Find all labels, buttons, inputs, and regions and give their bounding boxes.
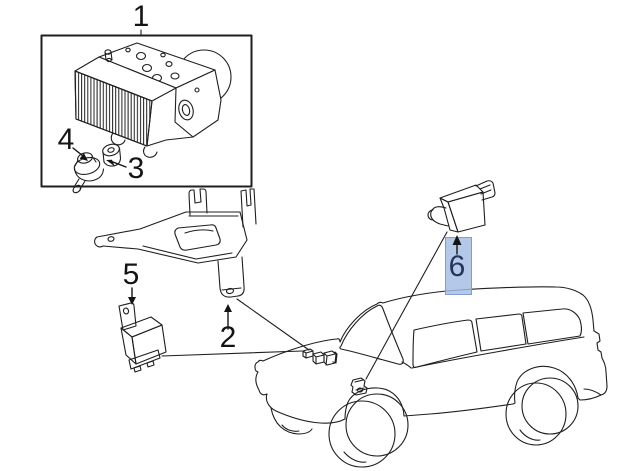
callout-6-label[interactable]: 6	[448, 250, 466, 283]
actuator-cushion[interactable]	[72, 151, 105, 194]
abs-actuator-assembly[interactable]	[40, 29, 253, 188]
yaw-rate-sensor[interactable]	[427, 180, 496, 233]
abs-relay[interactable]	[118, 302, 167, 373]
actuator-location-marker	[302, 348, 338, 366]
callout-1-label[interactable]: 1	[132, 0, 150, 33]
suv-outline-icon	[254, 286, 608, 468]
callout-4-label[interactable]: 4	[57, 123, 75, 156]
leader-lines	[161, 231, 448, 380]
callout-3-label[interactable]: 3	[127, 152, 145, 185]
callout-5-label[interactable]: 5	[122, 258, 140, 291]
actuator-mounting-bracket[interactable]	[94, 188, 257, 298]
highlight-box[interactable]	[445, 237, 472, 295]
callout-arrow-icon	[72, 147, 462, 330]
sensor-location-marker	[350, 377, 368, 396]
callout-2-label[interactable]: 2	[219, 321, 237, 354]
